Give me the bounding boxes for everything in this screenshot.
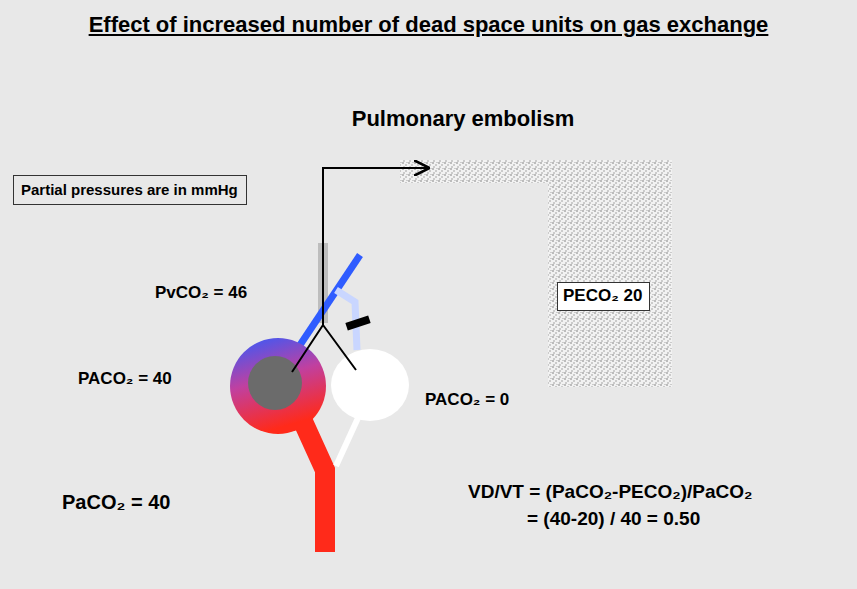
title: Effect of increased number of dead space… xyxy=(89,12,769,38)
airway xyxy=(323,168,428,325)
box-text: Partial pressures are in mmHg xyxy=(21,181,239,198)
dead-vein xyxy=(336,418,358,466)
pulmonary-vein xyxy=(300,415,325,552)
equation: = (40-20) / 40 = 0.50 xyxy=(527,508,700,530)
expired-gas xyxy=(400,160,672,387)
alveolar-gas xyxy=(248,356,302,410)
pressure-label: PaCO₂ = 40 xyxy=(62,491,170,514)
dead-space-alveolus xyxy=(331,349,409,421)
note-box: Partial pressures are in mmHg xyxy=(13,175,247,205)
occluded-branch xyxy=(336,290,357,350)
embolus xyxy=(345,315,370,330)
bronchiole xyxy=(292,325,356,372)
value-box: PECO₂ 20 xyxy=(557,282,650,311)
equation: VD/VT = (PaCO₂-PECO₂)/PaCO₂ xyxy=(468,481,753,503)
box-text: PECO₂ 20 xyxy=(563,286,644,306)
pressure-label: PvCO₂ = 46 xyxy=(155,283,247,303)
pressure-label: PACO₂ = 0 xyxy=(425,390,509,410)
pressure-label: PACO₂ = 40 xyxy=(78,369,172,389)
subtitle: Pulmonary embolism xyxy=(352,106,575,132)
perfused-alveolus xyxy=(230,338,326,434)
